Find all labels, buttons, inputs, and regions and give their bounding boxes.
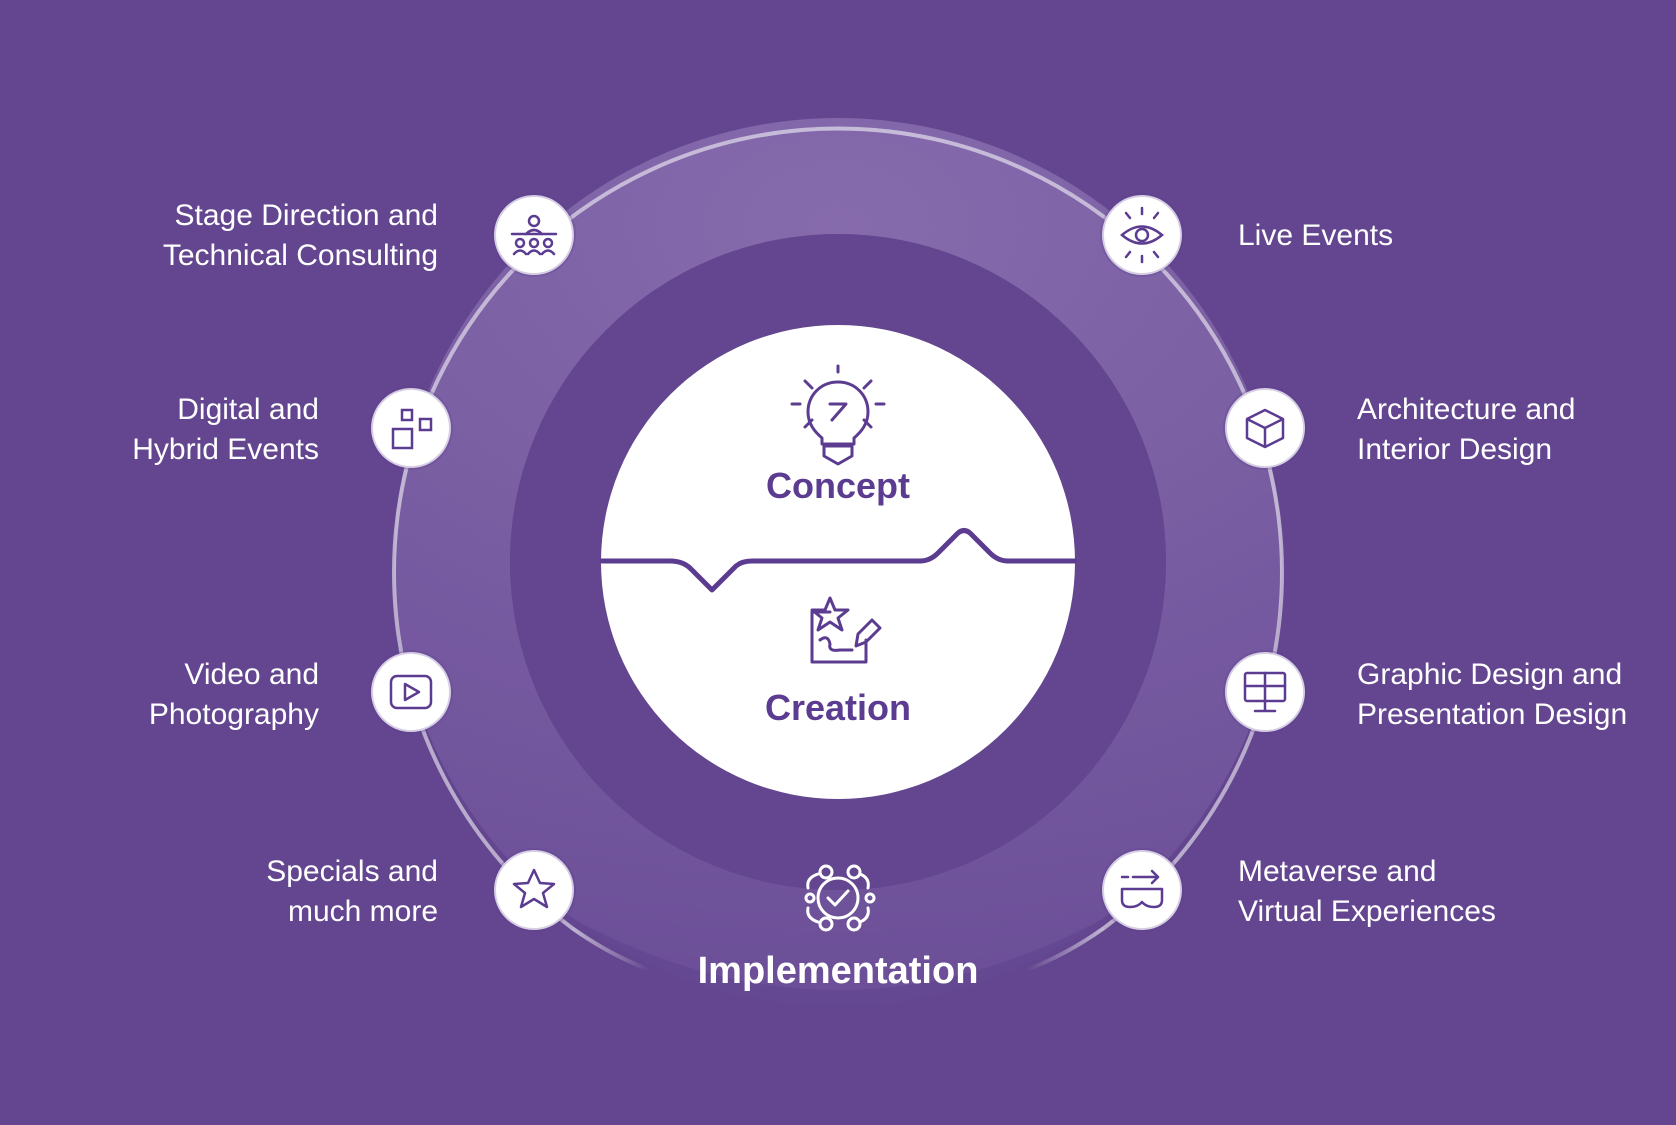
label-line: Digital and xyxy=(177,393,319,426)
label-graphic-design: Graphic Design and Presentation Design xyxy=(1357,655,1627,735)
label-line: Video and xyxy=(184,658,319,691)
outer-ring-line xyxy=(392,126,1284,930)
video-play-icon xyxy=(389,674,433,710)
label-line: Live Events xyxy=(1238,219,1394,252)
label-architecture: Architecture and Interior Design xyxy=(1357,390,1575,470)
label-metaverse: Metaverse and Virtual Experiences xyxy=(1238,852,1496,932)
squares-icon xyxy=(391,408,433,450)
node-live-events[interactable] xyxy=(1100,193,1184,277)
label-video-photo: Video and Photography xyxy=(149,655,319,735)
star-icon xyxy=(512,868,556,909)
label-line: Metaverse and xyxy=(1238,855,1437,888)
process-check-icon xyxy=(804,864,876,932)
lightbulb-icon xyxy=(790,364,886,466)
label-line: Hybrid Events xyxy=(132,433,319,466)
node-stage-direction[interactable] xyxy=(492,193,576,277)
label-line: Architecture and xyxy=(1357,393,1576,426)
node-specials[interactable] xyxy=(492,848,576,932)
divider-wave xyxy=(599,528,1078,593)
label-line: Photography xyxy=(148,698,319,731)
concept-title: Concept xyxy=(766,465,910,506)
node-graphic-design[interactable] xyxy=(1223,650,1307,734)
label-line: Interior Design xyxy=(1357,433,1553,466)
label-digital-hybrid: Digital and Hybrid Events xyxy=(132,390,319,470)
node-digital-hybrid[interactable] xyxy=(369,386,453,470)
cube-icon xyxy=(1245,408,1285,449)
label-stage-direction: Stage Direction and Technical Consulting xyxy=(163,196,438,276)
node-metaverse[interactable] xyxy=(1100,848,1184,932)
label-specials: Specials and much more xyxy=(266,852,438,932)
stage-audience-icon xyxy=(510,214,558,256)
node-architecture[interactable] xyxy=(1223,386,1307,470)
implementation-title: Implementation xyxy=(697,950,979,992)
label-line: Virtual Experiences xyxy=(1238,895,1496,928)
label-line: Technical Consulting xyxy=(162,239,438,272)
label-line: Graphic Design and xyxy=(1357,658,1623,691)
node-video-photo[interactable] xyxy=(369,650,453,734)
vr-headset-icon xyxy=(1120,869,1164,909)
label-line: Presentation Design xyxy=(1357,698,1628,731)
monitor-icon xyxy=(1243,671,1287,713)
label-line: much more xyxy=(287,895,438,928)
label-line: Specials and xyxy=(266,855,438,888)
design-sketch-icon xyxy=(810,596,882,664)
label-line: Stage Direction and xyxy=(174,199,439,232)
creation-title: Creation xyxy=(764,687,912,728)
label-live-events: Live Events xyxy=(1238,216,1393,256)
eye-icon xyxy=(1120,206,1164,264)
